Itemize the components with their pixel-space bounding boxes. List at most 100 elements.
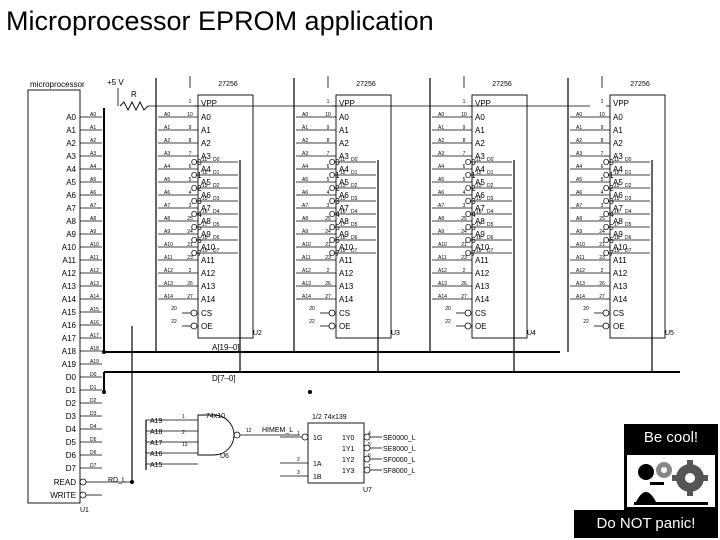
eprom-addr-net: A7 xyxy=(576,203,582,209)
eprom-addr-net: A8 xyxy=(438,216,444,222)
eprom-addr-pin: A8 xyxy=(339,217,349,226)
nand-designator: U6 xyxy=(220,453,229,460)
address-net-label: A5 xyxy=(90,177,96,183)
eprom-addr-pin: A4 xyxy=(613,165,623,174)
eprom-addr-pin: A5 xyxy=(201,178,211,187)
eprom-output-pin-number: 17 xyxy=(614,222,620,228)
eprom-box xyxy=(197,94,254,339)
address-net-label: A15 xyxy=(90,307,99,313)
eprom-addr-net: A12 xyxy=(576,268,585,274)
eprom-addr-pin: A8 xyxy=(201,217,211,226)
microprocessor-data-pin: D3 xyxy=(66,412,77,421)
microprocessor-addr-pin: A13 xyxy=(62,282,77,291)
rd-net-label: RD_L xyxy=(108,477,126,484)
output-enable-pin-number: 22 xyxy=(309,319,315,325)
chip-select-pin-number: 20 xyxy=(445,306,451,312)
decoder-input-pin-number: 1 xyxy=(297,431,300,437)
eprom-addr-pin-number: 25 xyxy=(187,216,193,222)
eprom-output-pin-number: 12 xyxy=(202,170,208,176)
eprom-addr-pin: A5 xyxy=(475,178,485,187)
decoder-output-net: SF8000_L xyxy=(383,468,415,475)
eprom-addr-pin-number: 3 xyxy=(189,203,192,209)
eprom-addr-net: A8 xyxy=(576,216,582,222)
eprom-output-pin-number: 16 xyxy=(202,209,208,215)
eprom-addr-pin: A7 xyxy=(475,204,485,213)
eprom-output-pin-number: 16 xyxy=(476,209,482,215)
eprom-output-pin: O1 xyxy=(465,171,476,180)
eprom-addr-pin-number: 7 xyxy=(189,151,192,157)
eprom-addr-pin: A11 xyxy=(613,256,627,265)
eprom-addr-pin: A4 xyxy=(201,165,211,174)
eprom-addr-pin-number: 21 xyxy=(461,242,467,248)
eprom-output-pin: O0 xyxy=(603,158,614,167)
decoder-output-pin-number: 5 xyxy=(368,442,371,448)
eprom-addr-net: A3 xyxy=(576,151,582,157)
output-enable-label: OE xyxy=(339,322,351,331)
microprocessor-addr-pin: A14 xyxy=(62,295,77,304)
eprom-addr-net: A10 xyxy=(576,242,585,248)
microprocessor-addr-pin: A12 xyxy=(62,269,77,278)
eprom-designator: U3 xyxy=(391,330,400,337)
output-enable-label: OE xyxy=(201,322,213,331)
eprom-part-number: 27256 xyxy=(356,81,376,88)
eprom-addr-pin: A1 xyxy=(201,126,211,135)
eprom-addr-pin-number: 6 xyxy=(327,164,330,170)
inversion-bubble xyxy=(79,491,87,499)
vpp-label: VPP xyxy=(613,99,629,108)
slide-title: Microprocessor EPROM application xyxy=(6,6,434,36)
eprom-addr-net: A10 xyxy=(438,242,447,248)
eprom-addr-net: A2 xyxy=(164,138,170,144)
eprom-addr-net: A9 xyxy=(164,229,170,235)
eprom-addr-pin-number: 10 xyxy=(325,112,331,118)
eprom-box xyxy=(609,94,666,339)
eprom-output-net: D5 xyxy=(487,222,494,228)
eprom-output-net: D2 xyxy=(351,183,358,189)
eprom-addr-net: A14 xyxy=(438,294,447,300)
eprom-addr-net: A5 xyxy=(438,177,444,183)
eprom-box xyxy=(471,94,528,339)
nand-gate-body xyxy=(197,414,235,456)
microprocessor-control-pin: READ xyxy=(54,478,76,487)
eprom-output-net: D4 xyxy=(487,209,494,215)
eprom-addr-pin-number: 7 xyxy=(327,151,330,157)
eprom-addr-pin: A6 xyxy=(475,191,485,200)
eprom-output-net: D4 xyxy=(625,209,632,215)
eprom-addr-pin-number: 3 xyxy=(327,203,330,209)
eprom-output-pin: O4 xyxy=(465,210,476,219)
eprom-addr-pin-number: 7 xyxy=(601,151,604,157)
eprom-output-pin-number: 18 xyxy=(476,235,482,241)
microprocessor-addr-pin: A5 xyxy=(66,178,76,187)
eprom-addr-pin-number: 2 xyxy=(601,268,604,274)
eprom-output-pin: O6 xyxy=(191,236,202,245)
eprom-output-net: D7 xyxy=(213,248,220,254)
eprom-addr-net: A4 xyxy=(438,164,444,170)
eprom-addr-pin-number: 2 xyxy=(189,268,192,274)
eprom-addr-pin: A7 xyxy=(613,204,623,213)
nand-input-pin-number: 13 xyxy=(182,442,188,448)
microprocessor-addr-pin: A15 xyxy=(62,308,77,317)
eprom-addr-pin-number: 24 xyxy=(325,229,331,235)
eprom-addr-net: A6 xyxy=(302,190,308,196)
eprom-addr-net: A4 xyxy=(302,164,308,170)
microprocessor-data-pin: D1 xyxy=(66,386,77,395)
eprom-output-net: D3 xyxy=(625,196,632,202)
eprom-output-pin-number: 11 xyxy=(476,157,481,163)
eprom-output-pin: O5 xyxy=(465,223,476,232)
chip-select-pin-number: 20 xyxy=(309,306,315,312)
eprom-output-net: D5 xyxy=(351,222,358,228)
microprocessor-addr-pin: A7 xyxy=(66,204,76,213)
eprom-output-net: D6 xyxy=(213,235,220,241)
eprom-addr-net: A13 xyxy=(302,281,311,287)
decoder-output-net: SE0000_L xyxy=(383,435,416,442)
microprocessor-addr-pin: A18 xyxy=(62,347,77,356)
eprom-output-pin: O7 xyxy=(191,249,202,258)
eprom-addr-pin-number: 25 xyxy=(325,216,331,222)
eprom-addr-net: A9 xyxy=(438,229,444,235)
eprom-addr-pin-number: 8 xyxy=(189,138,192,144)
junction-dot xyxy=(308,390,312,394)
eprom-addr-pin: A13 xyxy=(201,282,216,291)
eprom-addr-net: A7 xyxy=(438,203,444,209)
eprom-addr-pin-number: 9 xyxy=(601,125,604,131)
eprom-output-net: D4 xyxy=(351,209,358,215)
eprom-output-pin: O6 xyxy=(603,236,614,245)
